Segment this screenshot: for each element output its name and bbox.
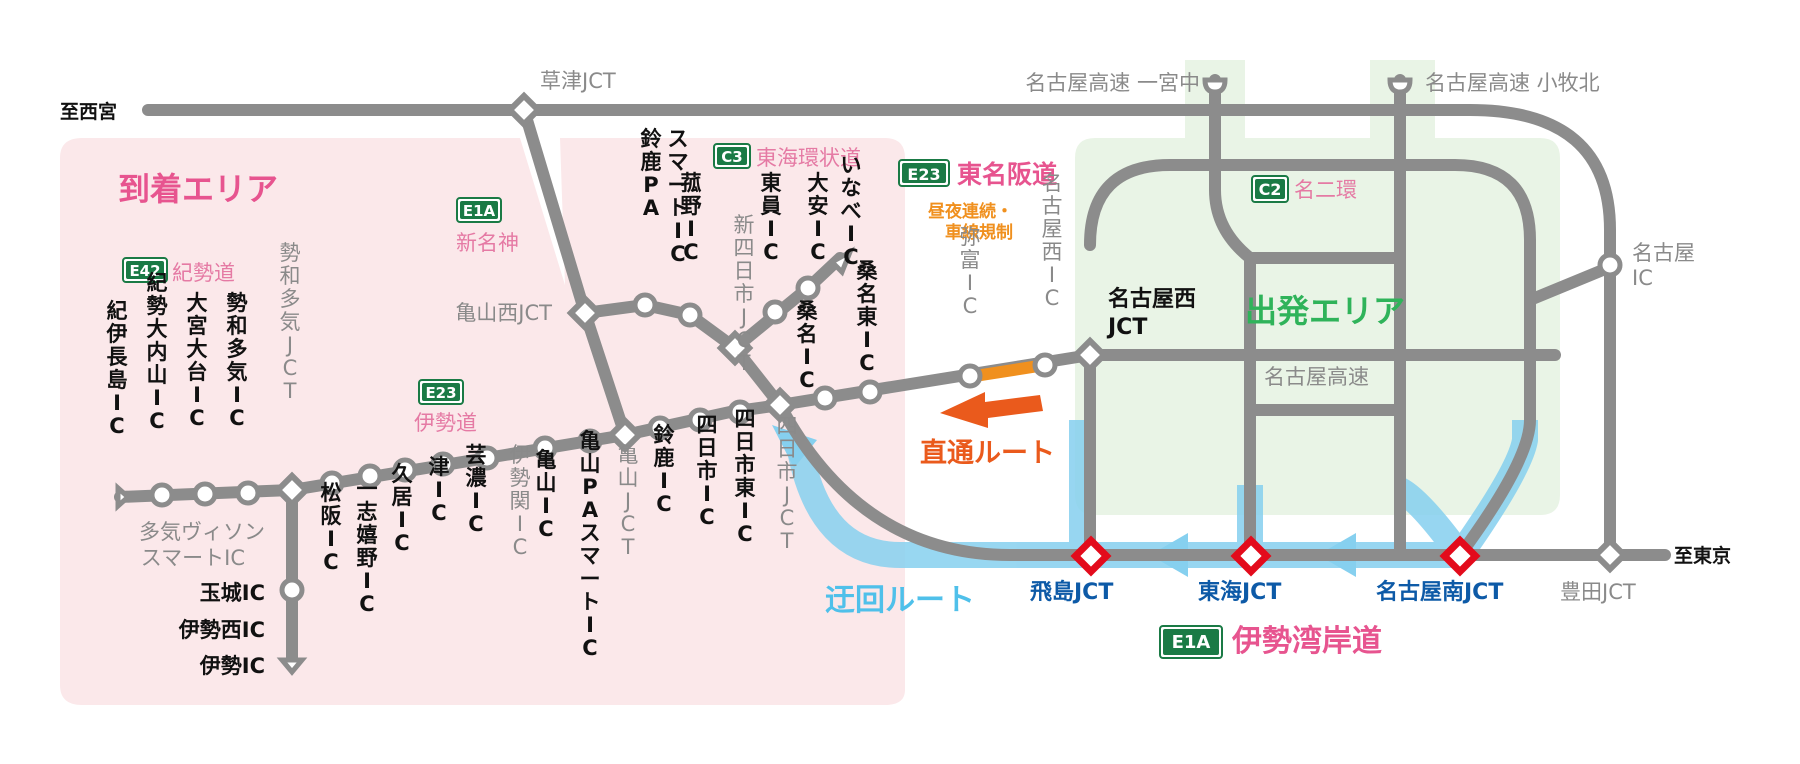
- detour-arrowhead: [772, 425, 817, 468]
- arrival-area-label: 到着エリア: [118, 170, 278, 208]
- label-ise-nishi-ic: 伊勢西IC: [178, 618, 265, 642]
- badge-c2: C2: [1259, 180, 1282, 199]
- jct-kusatsu: [505, 91, 543, 129]
- jct-seiwa-taki: [273, 471, 311, 509]
- label-taki-vison-1: 多気ヴィソン: [139, 520, 265, 544]
- label-nagoya-minami-jct: 名古屋南JCT: [1376, 579, 1503, 605]
- note-night-work-1: 昼夜連続・: [928, 201, 1013, 222]
- jct-red-markers: [1070, 535, 1481, 577]
- label-nagoya-nishi-jct-1: 名古屋西: [1108, 286, 1196, 312]
- jct-kameyama: [606, 416, 644, 454]
- jct-tobishima: [1070, 535, 1112, 577]
- direct-route-arrow: [940, 392, 1043, 428]
- jct-tokai: [1230, 535, 1272, 577]
- label-nagoya-kosoku: 名古屋高速: [1264, 365, 1369, 389]
- badge-e42: E42: [129, 262, 160, 280]
- badge-c3: C3: [721, 148, 742, 166]
- label-nagoya-ic-1: 名古屋: [1632, 241, 1695, 265]
- label-kusatsu-jct: 草津JCT: [540, 69, 616, 93]
- label-tobishima-jct: 飛島JCT: [1030, 579, 1113, 605]
- label-nagoya-nishi-jct-2: JCT: [1106, 315, 1147, 340]
- jct-shin-yokkaichi: [716, 329, 754, 367]
- road-network: [114, 74, 1671, 666]
- label-ise-ic: 伊勢IC: [199, 654, 265, 678]
- badge-e23-ise: E23: [425, 384, 456, 402]
- arrival-area-bg: [60, 138, 905, 705]
- note-night-work-2: 車線規制: [945, 222, 1013, 243]
- badge-e1a-shinmeishin: E1A: [463, 202, 496, 220]
- road-name-meiji-kan: 名二環: [1294, 178, 1357, 202]
- label-tokai-jct: 東海JCT: [1198, 579, 1281, 605]
- label-to-nishinomiya: 至西宮: [60, 100, 117, 123]
- badge-e1a-isewangan: E1A: [1172, 632, 1211, 653]
- departure-area-bg: [1075, 60, 1560, 515]
- direct-route-label: 直通ルート: [920, 438, 1055, 469]
- road-name-tokai-kanjo: 東海環状道: [756, 146, 861, 170]
- label-to-tokyo: 至東京: [1674, 544, 1731, 567]
- label-nagoya-komaki: 名古屋高速 小牧北: [1425, 71, 1600, 95]
- road-name-shinmeishin: 新名神: [456, 231, 519, 255]
- road-name-isewangan: 伊勢湾岸道: [1231, 624, 1382, 659]
- terminal-markers: [115, 77, 1413, 676]
- label-tamaki-ic: 玉城IC: [200, 581, 265, 605]
- jct-nagoya-nishi: [1071, 336, 1109, 374]
- label-kameyama-nishi-jct: 亀山西JCT: [455, 301, 552, 325]
- label-taki-vison-2: スマートIC: [141, 546, 245, 570]
- jct-nagoya-minami: [1439, 535, 1481, 577]
- road-name-ise: 伊勢道: [414, 411, 477, 435]
- jct-toyota: [1591, 536, 1629, 574]
- badge-e23-meihan: E23: [907, 165, 940, 184]
- road-name-kisei: 紀勢道: [172, 261, 235, 285]
- jct-kameyama-nishi: [566, 294, 604, 332]
- departure-area-label: 出発エリア: [1245, 292, 1405, 330]
- jct-markers: [273, 91, 1629, 574]
- road-badges: [122, 143, 1289, 659]
- road-name-higashi-meihan: 東名阪道: [957, 160, 1057, 189]
- label-nagoya-ic-2: IC: [1632, 266, 1653, 290]
- label-toyota-jct: 豊田JCT: [1560, 580, 1636, 604]
- detour-route-label: 迂回ルート: [825, 583, 975, 618]
- ic-markers: [149, 252, 1623, 603]
- jct-yokkaichi: [761, 386, 799, 424]
- label-nagoya-ichinomiya: 名古屋高速 一宮中: [1025, 71, 1200, 95]
